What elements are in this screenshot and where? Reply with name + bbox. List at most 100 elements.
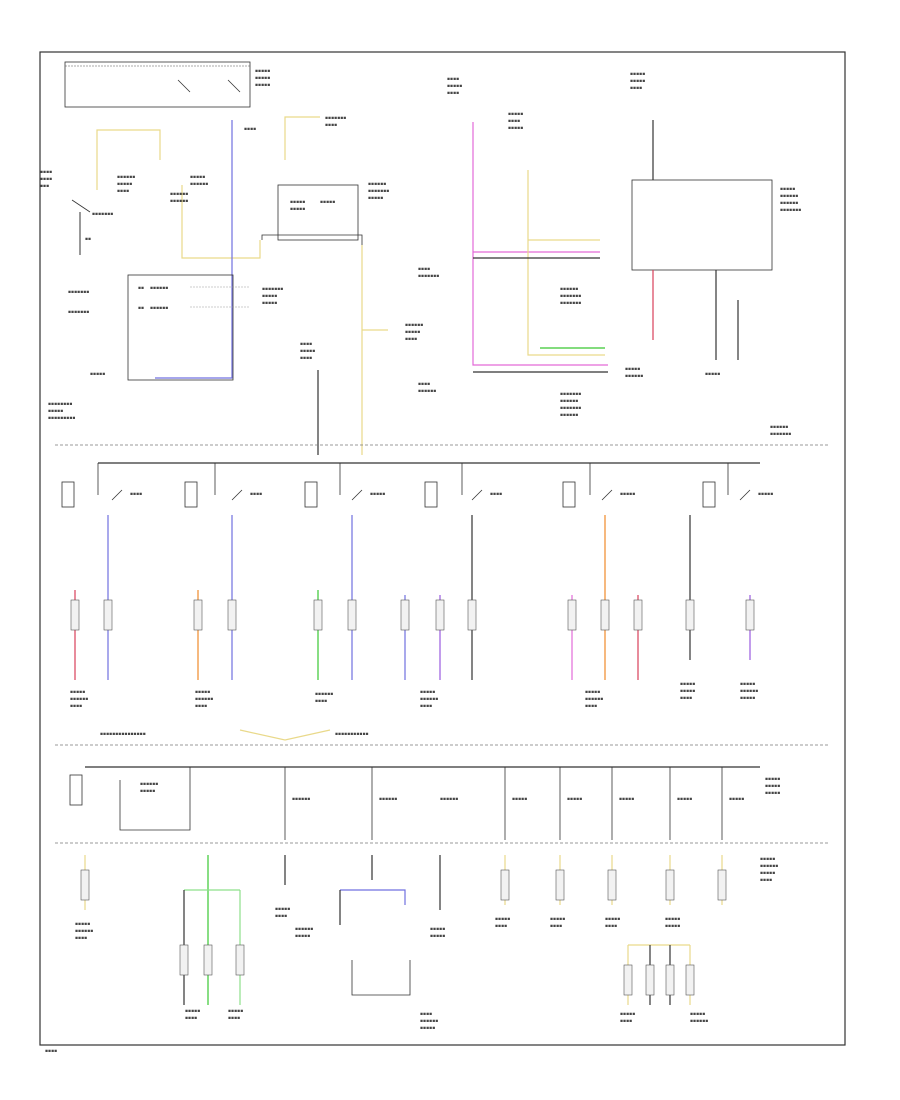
svg-text:▪▪▪▪: ▪▪▪▪ [585, 704, 597, 709]
bottom-connectors [80, 869, 727, 996]
svg-text:▪▪▪▪▪: ▪▪▪▪▪ [290, 200, 305, 205]
svg-text:▪▪▪▪▪▪▪: ▪▪▪▪▪▪▪ [560, 392, 581, 397]
fuse-row-bottom: ▪▪▪▪▪▪▪▪▪▪▪ ▪▪▪▪▪▪ ▪▪▪▪▪▪ ▪▪▪▪▪▪ ▪▪▪▪▪ ▪… [69, 767, 744, 840]
svg-text:▪▪▪▪▪: ▪▪▪▪▪ [255, 83, 270, 88]
svg-text:▪▪▪▪: ▪▪▪▪ [300, 342, 312, 347]
svg-text:▪▪▪▪: ▪▪▪▪ [40, 177, 52, 182]
svg-text:▪▪: ▪▪ [138, 306, 144, 311]
svg-text:▪▪▪▪▪▪: ▪▪▪▪▪▪ [560, 287, 578, 292]
svg-text:▪▪▪: ▪▪▪ [40, 184, 49, 189]
svg-text:▪▪▪▪▪▪: ▪▪▪▪▪▪ [150, 286, 168, 291]
svg-text:▪▪▪▪▪▪: ▪▪▪▪▪▪ [140, 782, 158, 787]
svg-text:▪▪▪▪▪▪▪: ▪▪▪▪▪▪▪ [418, 274, 439, 279]
svg-text:▪▪▪▪: ▪▪▪▪ [420, 704, 432, 709]
svg-text:▪▪▪▪: ▪▪▪▪ [130, 492, 142, 497]
svg-text:▪▪▪▪▪▪▪: ▪▪▪▪▪▪▪ [325, 116, 346, 121]
svg-text:▪▪▪▪: ▪▪▪▪ [405, 337, 417, 342]
svg-text:▪▪▪▪▪: ▪▪▪▪▪ [255, 76, 270, 81]
svg-text:▪▪▪▪▪▪: ▪▪▪▪▪▪ [170, 192, 188, 197]
svg-text:▪▪▪▪▪▪: ▪▪▪▪▪▪ [405, 323, 423, 328]
svg-text:▪▪▪▪▪▪▪: ▪▪▪▪▪▪▪ [560, 406, 581, 411]
svg-text:▪▪▪▪▪: ▪▪▪▪▪ [75, 922, 90, 927]
svg-text:▪▪▪▪▪▪▪: ▪▪▪▪▪▪▪ [92, 212, 113, 217]
svg-text:▪▪▪▪▪: ▪▪▪▪▪ [550, 917, 565, 922]
battery-junction-box [127, 274, 234, 381]
svg-text:▪▪▪▪▪: ▪▪▪▪▪ [765, 777, 780, 782]
svg-text:▪▪▪▪▪▪▪: ▪▪▪▪▪▪▪ [68, 310, 89, 315]
svg-text:▪▪▪▪▪: ▪▪▪▪▪ [585, 690, 600, 695]
svg-text:▪▪▪▪▪: ▪▪▪▪▪ [758, 492, 773, 497]
svg-text:▪▪▪▪: ▪▪▪▪ [447, 77, 459, 82]
svg-text:▪▪▪▪▪: ▪▪▪▪▪ [228, 1009, 243, 1014]
svg-text:▪▪▪▪▪: ▪▪▪▪▪ [140, 789, 155, 794]
svg-text:▪▪▪▪▪▪: ▪▪▪▪▪▪ [420, 1019, 438, 1024]
svg-text:▪▪▪▪▪▪: ▪▪▪▪▪▪ [585, 697, 603, 702]
svg-text:▪▪▪▪: ▪▪▪▪ [495, 924, 507, 929]
svg-text:▪▪▪▪▪: ▪▪▪▪▪ [765, 784, 780, 789]
svg-text:▪▪▪▪▪: ▪▪▪▪▪ [190, 175, 205, 180]
svg-text:▪▪▪▪▪: ▪▪▪▪▪ [665, 917, 680, 922]
svg-text:▪▪▪▪▪: ▪▪▪▪▪ [405, 330, 420, 335]
svg-text:▪▪▪▪: ▪▪▪▪ [244, 127, 256, 132]
svg-text:▪▪▪▪▪: ▪▪▪▪▪ [300, 349, 315, 354]
svg-text:▪▪▪▪: ▪▪▪▪ [418, 267, 430, 272]
svg-text:▪▪▪▪▪▪: ▪▪▪▪▪▪ [770, 425, 788, 430]
svg-text:▪▪▪▪▪: ▪▪▪▪▪ [195, 690, 210, 695]
svg-text:▪▪▪▪▪: ▪▪▪▪▪ [430, 927, 445, 932]
svg-text:▪▪▪▪▪▪: ▪▪▪▪▪▪ [560, 413, 578, 418]
svg-text:▪▪▪▪▪▪: ▪▪▪▪▪▪ [150, 306, 168, 311]
svg-text:▪▪▪▪: ▪▪▪▪ [508, 119, 520, 124]
svg-text:▪▪▪▪▪: ▪▪▪▪▪ [447, 84, 462, 89]
svg-text:▪▪▪▪: ▪▪▪▪ [195, 704, 207, 709]
svg-text:▪▪▪▪: ▪▪▪▪ [620, 1019, 632, 1024]
svg-text:▪▪▪▪▪: ▪▪▪▪▪ [630, 79, 645, 84]
svg-text:▪▪▪▪▪: ▪▪▪▪▪ [605, 917, 620, 922]
svg-text:▪▪▪▪▪▪: ▪▪▪▪▪▪ [170, 199, 188, 204]
svg-text:▪▪▪▪▪: ▪▪▪▪▪ [620, 1012, 635, 1017]
svg-text:▪▪▪▪▪: ▪▪▪▪▪ [630, 72, 645, 77]
svg-text:▪▪▪▪▪▪: ▪▪▪▪▪▪ [418, 389, 436, 394]
svg-text:▪▪▪▪▪▪: ▪▪▪▪▪▪ [117, 175, 135, 180]
svg-text:▪▪▪▪▪▪▪▪: ▪▪▪▪▪▪▪▪ [48, 402, 72, 407]
svg-text:▪▪▪▪▪: ▪▪▪▪▪ [275, 907, 290, 912]
svg-text:▪▪▪▪▪▪: ▪▪▪▪▪▪ [760, 864, 778, 869]
svg-text:▪▪▪▪▪▪: ▪▪▪▪▪▪ [75, 929, 93, 934]
svg-text:▪▪▪▪▪▪▪▪▪: ▪▪▪▪▪▪▪▪▪ [48, 416, 75, 421]
svg-text:▪▪: ▪▪ [138, 286, 144, 291]
svg-text:▪▪▪▪▪: ▪▪▪▪▪ [705, 372, 720, 377]
svg-text:▪▪▪▪▪: ▪▪▪▪▪ [295, 934, 310, 939]
svg-text:▪▪▪▪▪: ▪▪▪▪▪ [680, 682, 695, 687]
svg-text:▪▪▪▪▪: ▪▪▪▪▪ [368, 196, 383, 201]
svg-text:▪▪▪▪▪: ▪▪▪▪▪ [729, 797, 744, 802]
svg-text:▪▪▪▪▪▪▪: ▪▪▪▪▪▪▪ [770, 432, 791, 437]
svg-text:▪▪▪▪▪▪: ▪▪▪▪▪▪ [315, 692, 333, 697]
svg-text:▪▪▪▪▪: ▪▪▪▪▪ [370, 492, 385, 497]
svg-text:▪▪▪▪: ▪▪▪▪ [315, 699, 327, 704]
svg-text:▪▪▪▪▪▪▪: ▪▪▪▪▪▪▪ [560, 294, 581, 299]
svg-text:▪▪▪▪▪▪▪: ▪▪▪▪▪▪▪ [68, 290, 89, 295]
svg-text:▪▪▪▪▪▪: ▪▪▪▪▪▪ [420, 697, 438, 702]
wire-yellow-feed [181, 185, 261, 259]
svg-text:▪▪▪▪: ▪▪▪▪ [300, 356, 312, 361]
svg-text:▪▪▪▪: ▪▪▪▪ [325, 123, 337, 128]
svg-text:▪▪▪▪▪: ▪▪▪▪▪ [619, 797, 634, 802]
svg-text:▪▪▪▪: ▪▪▪▪ [630, 86, 642, 91]
svg-text:▪▪▪▪▪: ▪▪▪▪▪ [262, 294, 277, 299]
svg-text:▪▪▪▪▪▪: ▪▪▪▪▪▪ [560, 399, 578, 404]
svg-text:▪▪▪▪: ▪▪▪▪ [250, 492, 262, 497]
svg-text:▪▪▪▪: ▪▪▪▪ [447, 91, 459, 96]
svg-text:▪▪▪▪▪: ▪▪▪▪▪ [665, 924, 680, 929]
svg-text:▪▪▪▪▪▪: ▪▪▪▪▪▪ [780, 194, 798, 199]
svg-text:▪▪▪▪▪▪: ▪▪▪▪▪▪ [368, 182, 386, 187]
svg-text:▪▪▪▪▪▪: ▪▪▪▪▪▪ [740, 689, 758, 694]
svg-text:▪▪▪▪: ▪▪▪▪ [605, 924, 617, 929]
svg-text:▪▪▪▪▪▪▪: ▪▪▪▪▪▪▪ [560, 301, 581, 306]
svg-text:▪▪▪▪▪: ▪▪▪▪▪ [677, 797, 692, 802]
middle-connectors [70, 599, 755, 631]
svg-text:▪▪▪▪▪: ▪▪▪▪▪ [262, 301, 277, 306]
wire-yellow-battery [96, 129, 161, 190]
svg-text:▪▪▪▪▪: ▪▪▪▪▪ [760, 871, 775, 876]
svg-text:▪▪▪▪▪▪: ▪▪▪▪▪▪ [690, 1019, 708, 1024]
svg-text:▪▪▪▪▪: ▪▪▪▪▪ [255, 69, 270, 74]
svg-text:▪▪▪▪▪: ▪▪▪▪▪ [765, 791, 780, 796]
